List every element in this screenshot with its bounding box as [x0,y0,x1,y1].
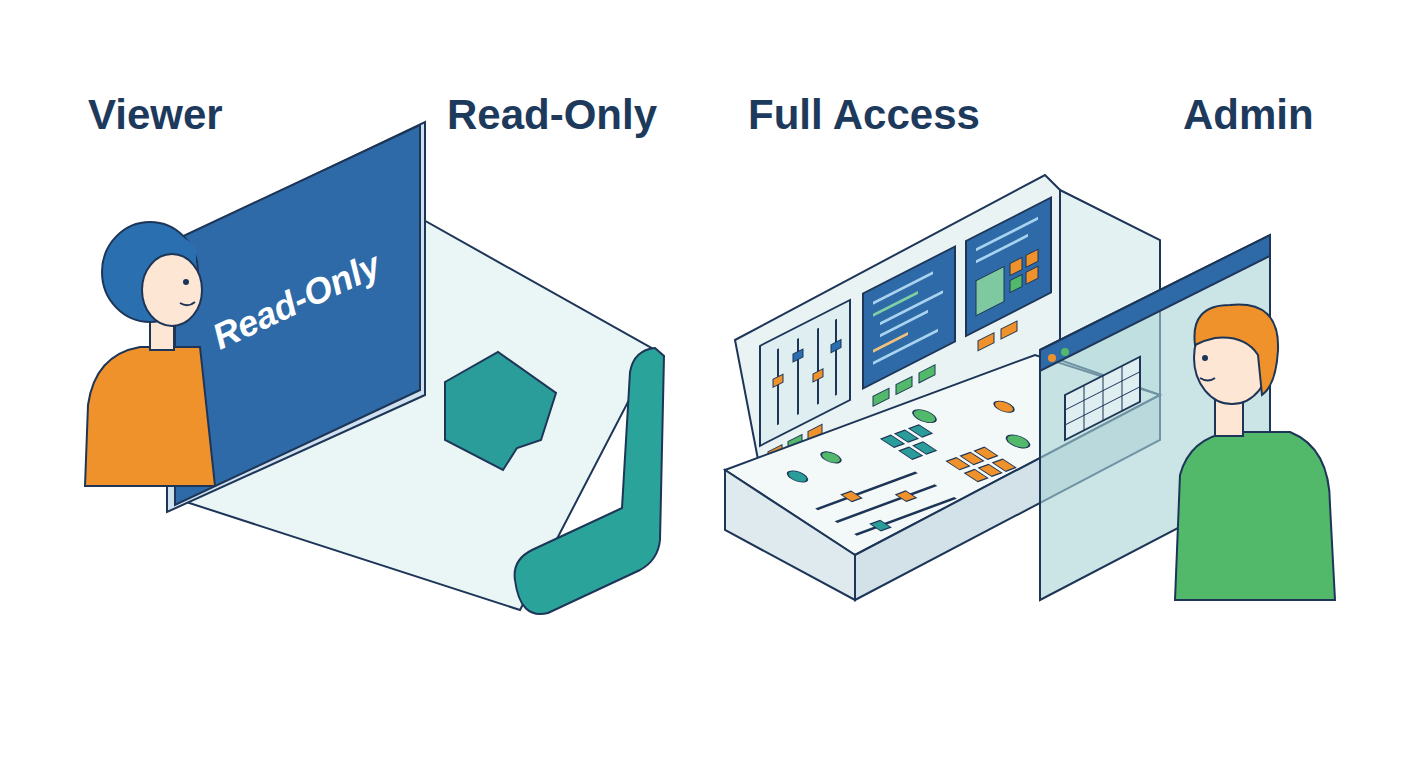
fader-track [835,319,837,395]
viewer-face [142,254,202,326]
status-tile [976,267,1004,316]
keypad-grid [1065,387,1140,425]
console-button [873,388,889,406]
fader-knob [831,340,841,353]
console-button [978,333,994,351]
keypad-grid [1121,366,1122,411]
fader-knob [773,374,783,387]
section-heading: Full Access [748,91,980,139]
keypad [1065,357,1140,440]
viewer-smile [180,302,195,305]
key [975,447,998,459]
code-line [873,330,938,363]
fader-track [856,498,956,535]
fader-track [797,339,799,415]
control-knob [1002,433,1034,450]
console-button [919,365,935,383]
fader-knob [841,491,861,502]
keypad-grid [1102,376,1103,421]
keypad-body [1065,357,1140,440]
admin-smile [1200,378,1215,381]
desk-front [725,470,855,600]
fader-track [817,472,917,509]
desk-controls [755,386,1086,538]
fader-track [836,485,936,522]
fader-track [777,349,779,425]
key [913,442,936,454]
fader-knob [793,349,803,362]
keypad-grid [1083,385,1084,430]
control-knob [908,408,940,425]
code-line [880,311,928,335]
console-button [896,376,912,394]
window-dot [1048,354,1056,362]
control-knob [784,469,812,484]
code-screen [863,247,955,389]
control-knob [990,399,1018,414]
status-tile [1026,266,1038,284]
admin-hair [1194,305,1278,395]
fader-track [817,328,819,404]
section-heading: Admin [1183,91,1314,139]
console-button [1001,321,1017,339]
key [909,425,932,437]
teal-seat [515,348,664,614]
control-knob [817,450,845,465]
section-heading: Viewer [88,91,223,139]
fader-screen [760,300,850,446]
fader-knob [870,520,890,531]
viewer-eye [183,279,189,285]
panel-frame [167,122,425,512]
admin-eye [1202,355,1208,361]
section-heading: Read-Only [447,91,657,139]
code-line [873,292,918,315]
keypad-grid [1065,372,1140,410]
teal-block [445,352,556,470]
status-tile [1010,274,1022,292]
status-tile [1010,257,1022,275]
status-tile [1026,249,1038,267]
viewer-body [85,347,215,486]
key [993,459,1016,471]
fader-knob [896,491,916,502]
window-dot [1061,348,1069,356]
status-screen [966,198,1051,336]
admin-body [1175,432,1335,600]
fader-knob [813,369,823,382]
